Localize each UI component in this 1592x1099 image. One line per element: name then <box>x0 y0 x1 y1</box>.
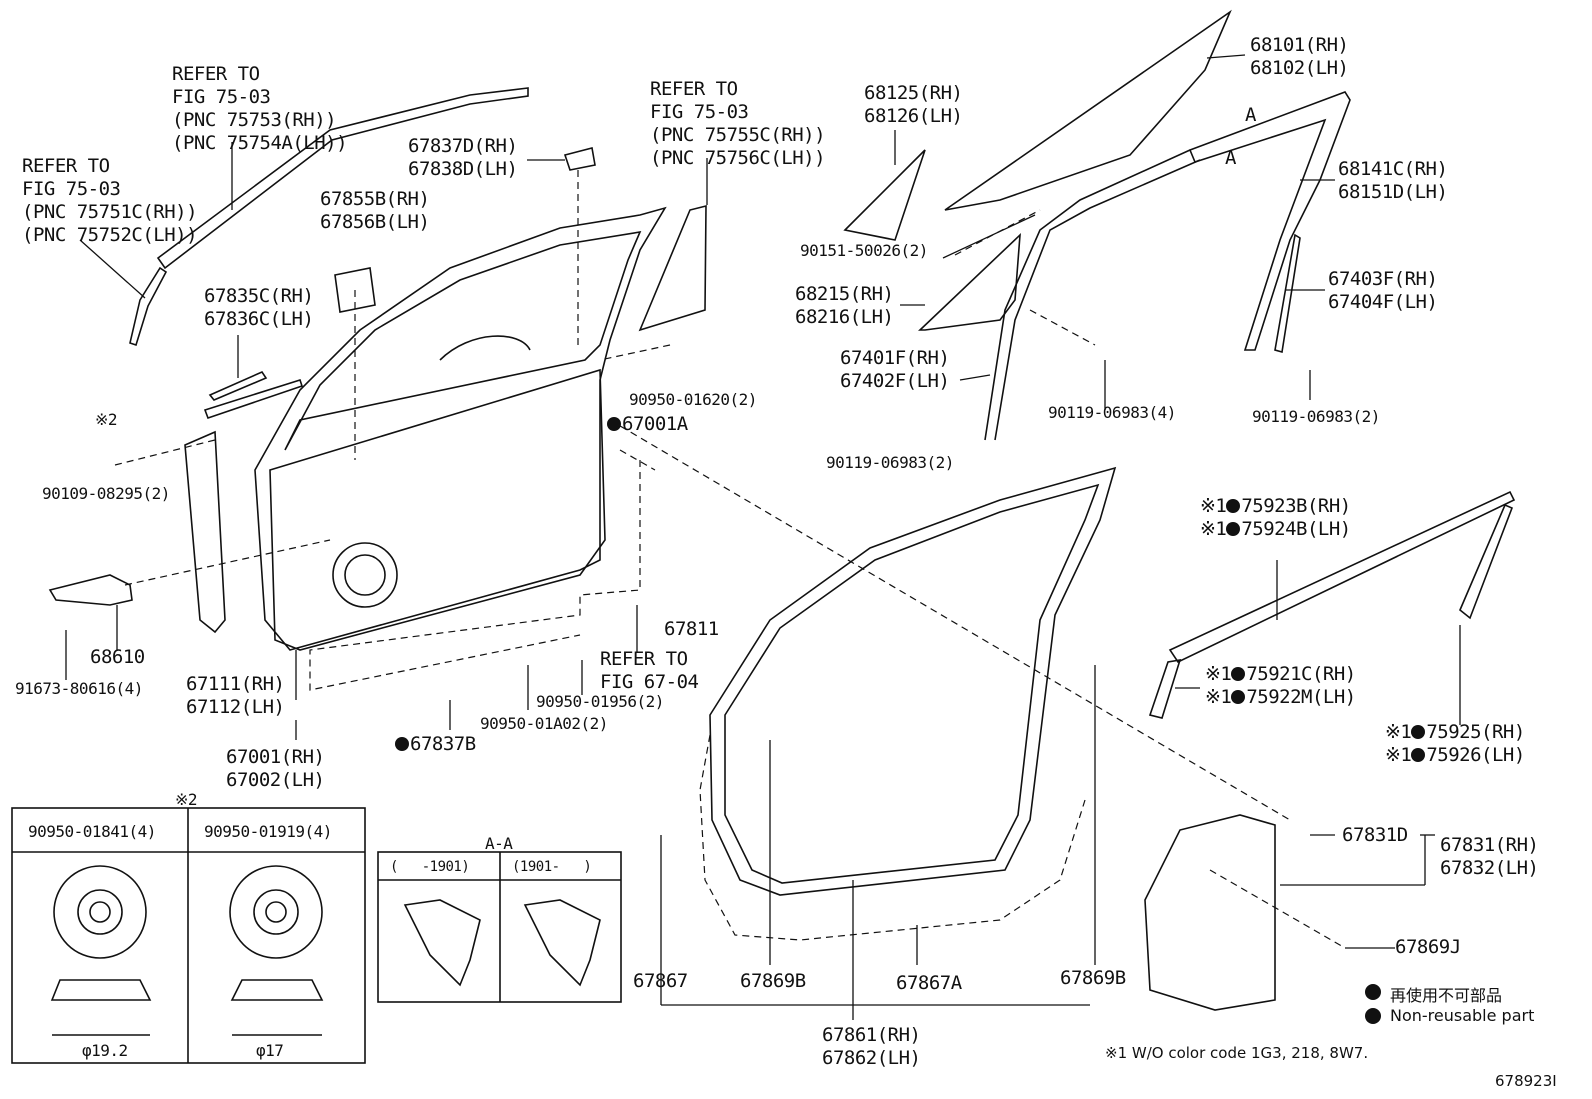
label-67835c: 67835C(RH)67836C(LH) <box>204 285 314 330</box>
label-91673: 91673-80616(4) <box>15 679 143 698</box>
label-67831d: 67831D <box>1342 824 1408 846</box>
label-67001: 67001(RH)67002(LH) <box>226 746 325 791</box>
non-reusable-dot-icon <box>395 737 409 751</box>
label-67111: 67111(RH)67112(LH) <box>186 673 285 718</box>
label-90119-2b: 90119-06983(2) <box>1252 407 1380 426</box>
label-67869b-2: 67869B <box>1060 967 1126 989</box>
non-reusable-dot-icon <box>1231 667 1246 681</box>
section-aa-right: (1901- ) <box>512 859 592 875</box>
non-reusable-dot-icon <box>1231 690 1246 704</box>
label-90109: 90109-08295(2) <box>42 484 170 503</box>
label-68141c: 68141C(RH)68151D(LH) <box>1338 158 1448 203</box>
grommet-b-diameter: φ17 <box>256 1041 284 1060</box>
label-67837d: 67837D(RH)67838D(LH) <box>408 135 518 180</box>
legend-note1: ※1 W/O color code 1G3, 218, 8W7. <box>1105 1044 1369 1062</box>
label-67869j: 67869J <box>1395 936 1461 958</box>
label-68610: 68610 <box>90 646 145 668</box>
label-68101: 68101(RH)68102(LH) <box>1250 34 1349 79</box>
box-note2: ※2 <box>175 790 198 809</box>
non-reusable-dot-icon <box>1226 522 1241 536</box>
label-67403f: 67403F(RH)67404F(LH) <box>1328 268 1438 313</box>
label-67867: 67867 <box>633 970 688 992</box>
label-90119-4: 90119-06983(4) <box>1048 403 1176 422</box>
label-67861: 67861(RH)67862(LH) <box>822 1024 921 1069</box>
legend-non-reusable-en: Non-reusable part <box>1390 1006 1535 1025</box>
label-67855b: 67855B(RH)67856B(LH) <box>320 188 430 233</box>
grommet-b-label: 90950-01919(4) <box>204 822 332 841</box>
non-reusable-dot-icon <box>607 417 621 431</box>
section-aa-left: ( -1901) <box>390 859 470 875</box>
label-90950-01620: 90950-01620(2) <box>629 390 757 409</box>
section-arrow-a-1: A <box>1245 104 1256 126</box>
label-67401f: 67401F(RH)67402F(LH) <box>840 347 950 392</box>
label-67837b: 67837B <box>395 733 476 756</box>
label-note2-top: ※2 <box>95 410 118 429</box>
label-90119-2a: 90119-06983(2) <box>826 453 954 472</box>
label-90950-01a02: 90950-01A02(2) <box>480 714 608 733</box>
non-reusable-dot-icon <box>1411 748 1426 762</box>
label-67811: 67811 <box>664 618 719 640</box>
section-arrow-a-2: A <box>1225 147 1236 169</box>
label-67869b-1: 67869B <box>740 970 806 992</box>
non-reusable-dot-icon <box>1226 499 1241 513</box>
label-90950-01956: 90950-01956(2) <box>536 692 664 711</box>
non-reusable-dot-icon <box>1411 725 1426 739</box>
label-68215: 68215(RH)68216(LH) <box>795 283 894 328</box>
grommet-a-diameter: φ19.2 <box>82 1041 128 1060</box>
grommet-a-label: 90950-01841(4) <box>28 822 156 841</box>
label-67001a: 67001A <box>607 413 688 436</box>
label-90151: 90151-50026(2) <box>800 241 928 260</box>
legend-non-reusable-jp: 再使用不可部品 <box>1390 986 1503 1005</box>
label-67867a: 67867A <box>896 972 962 994</box>
section-aa-title: A-A <box>485 834 513 853</box>
label-68125: 68125(RH)68126(LH) <box>864 82 963 127</box>
label-67831: 67831(RH)67832(LH) <box>1440 834 1539 879</box>
figure-id: 678923I <box>1495 1072 1557 1090</box>
